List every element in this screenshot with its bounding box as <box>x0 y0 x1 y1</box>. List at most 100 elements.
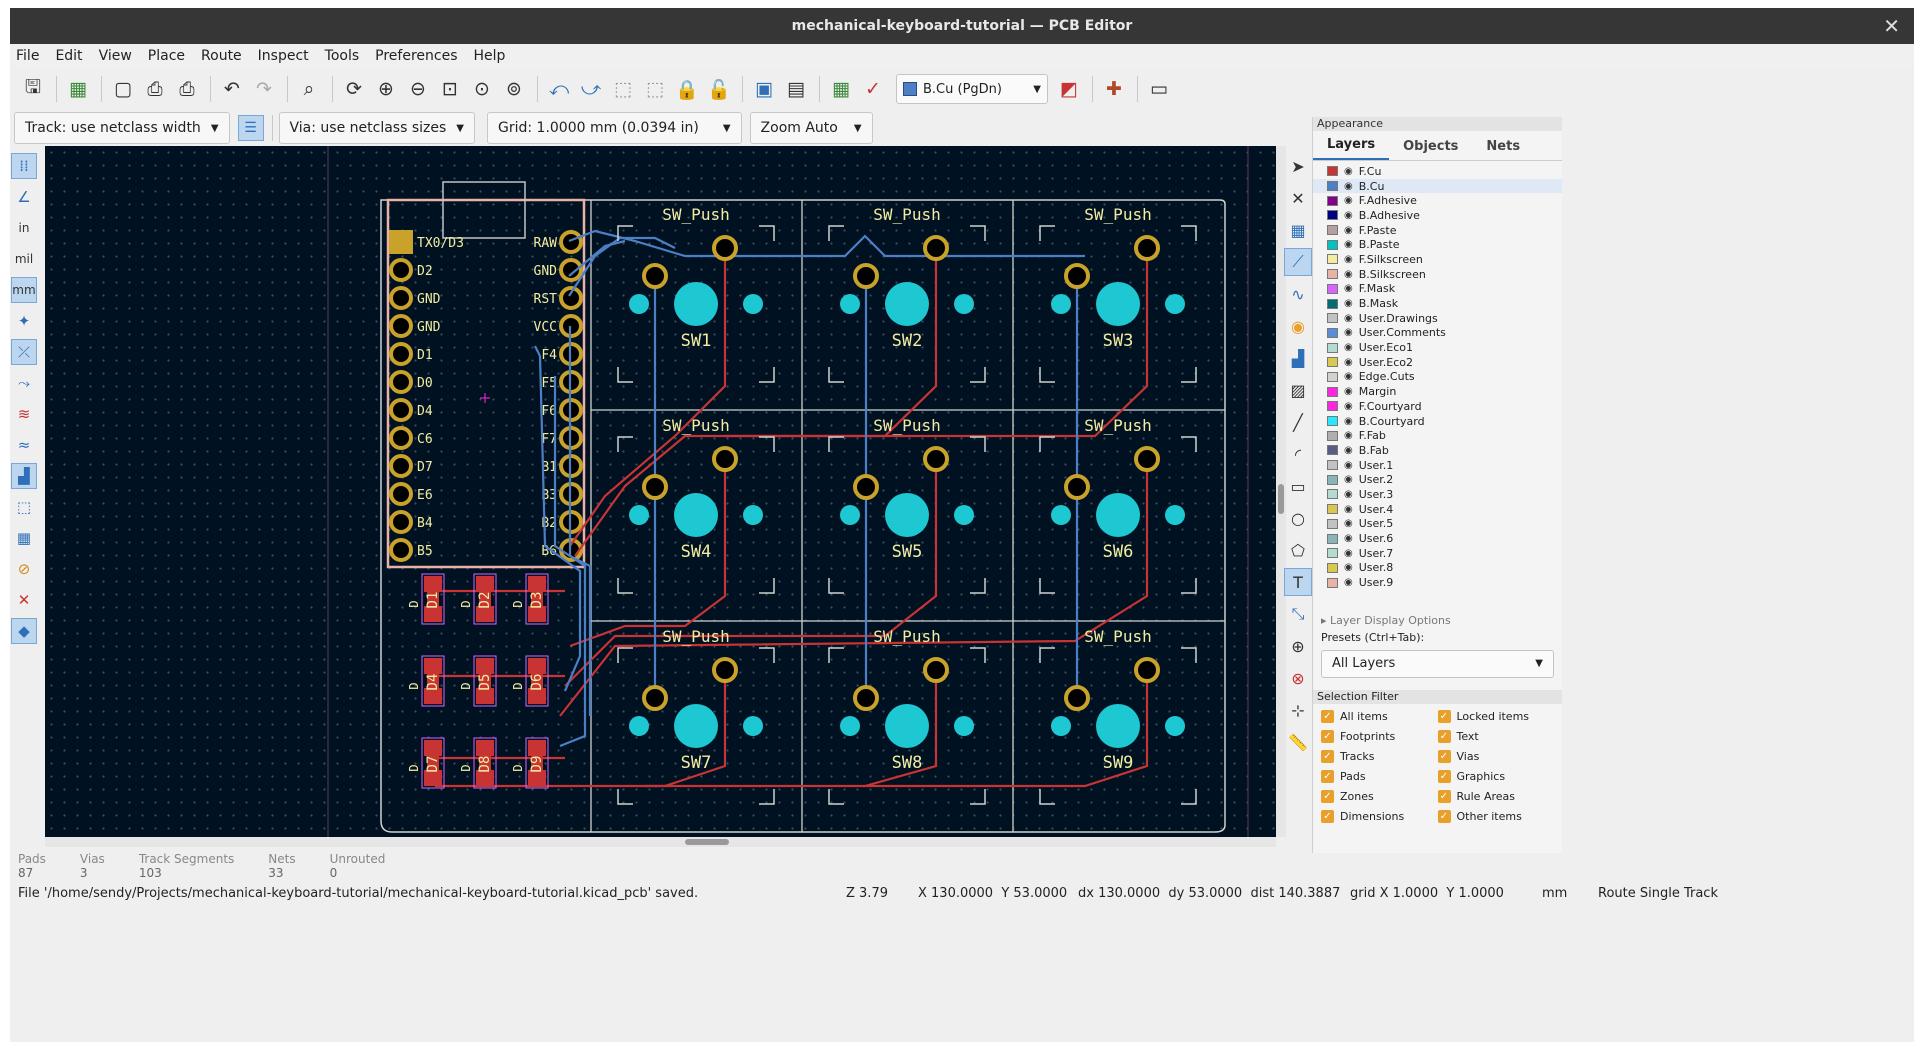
menu-place[interactable]: Place <box>147 48 186 64</box>
save-icon[interactable]: 🖫 <box>24 76 42 98</box>
layer-color-swatch[interactable] <box>1327 533 1338 544</box>
units-mil-button[interactable]: mil <box>14 252 34 266</box>
layer-color-swatch[interactable] <box>1327 401 1338 412</box>
layer-color-swatch[interactable] <box>1327 342 1338 353</box>
scroll-thumb[interactable] <box>1278 484 1284 514</box>
mcu-left-pad[interactable]: B4 <box>389 510 433 534</box>
layer-color-swatch[interactable] <box>1327 166 1338 177</box>
mcu-left-pad[interactable]: D1 <box>389 342 433 366</box>
layer-row[interactable]: ◉User.Drawings <box>1313 311 1562 326</box>
eye-icon[interactable]: ◉ <box>1344 371 1353 383</box>
layer-color-swatch[interactable] <box>1327 504 1338 515</box>
checkbox-checked-icon[interactable]: ✓ <box>1437 710 1451 724</box>
layer-color-swatch[interactable] <box>1327 430 1338 441</box>
layer-color-swatch[interactable] <box>1327 210 1338 221</box>
track-outline-icon[interactable]: ≈ <box>17 436 31 454</box>
mcu-right-pad[interactable]: F5 <box>541 370 583 394</box>
layer-row[interactable]: ◉Edge.Cuts <box>1313 370 1562 385</box>
layer-row[interactable]: ◉User.8 <box>1313 561 1562 576</box>
layer-color-swatch[interactable] <box>1327 386 1338 397</box>
add-footprint-icon[interactable]: ▦ <box>1290 220 1306 240</box>
eye-icon[interactable]: ◉ <box>1344 180 1353 192</box>
eye-icon[interactable]: ◉ <box>1344 459 1353 471</box>
layer-display-options-toggle[interactable]: ▸ Layer Display Options <box>1321 613 1451 627</box>
eye-icon[interactable]: ◉ <box>1344 356 1353 368</box>
checkbox-checked-icon[interactable]: ✓ <box>1321 770 1334 784</box>
tune-length-icon[interactable]: ∿ <box>1291 284 1305 304</box>
mcu-left-pad[interactable]: GND <box>389 286 441 310</box>
eye-icon[interactable]: ◉ <box>1344 253 1353 265</box>
via-size-dropdown[interactable]: Via: use netclass sizes ▼ <box>278 112 475 144</box>
zoom-dropdown[interactable]: Zoom Auto ▼ <box>749 112 873 144</box>
layer-color-swatch[interactable] <box>1327 225 1338 236</box>
layer-color-swatch[interactable] <box>1327 269 1338 280</box>
eye-icon[interactable]: ◉ <box>1344 386 1353 398</box>
layer-color-swatch[interactable] <box>1327 283 1338 294</box>
switch-pad-2[interactable] <box>712 657 738 683</box>
netlist-icon[interactable]: ▣ <box>755 78 773 100</box>
selection-filter-checkbox[interactable]: ✓Dimensions <box>1321 808 1438 826</box>
zoom-fit-icon[interactable]: ⊡ <box>442 78 458 100</box>
unlock-icon[interactable]: 🔓 <box>707 78 731 101</box>
eye-icon[interactable]: ◉ <box>1344 195 1353 207</box>
lock-icon[interactable]: 🔒 <box>675 78 699 101</box>
ungroup-icon[interactable]: ⬚ <box>646 78 664 100</box>
layer-color-swatch[interactable] <box>1327 474 1338 485</box>
eye-icon[interactable]: ◉ <box>1344 327 1353 339</box>
zoom-objects-icon[interactable]: ⊙ <box>474 78 490 100</box>
eye-icon[interactable]: ◉ <box>1344 474 1353 486</box>
scripting-console-icon[interactable]: ▭ <box>1150 78 1168 100</box>
mcu-left-pad[interactable]: B5 <box>389 538 433 562</box>
print-icon[interactable]: ⎙ <box>147 78 163 100</box>
layer-color-swatch[interactable] <box>1327 357 1338 368</box>
eye-icon[interactable]: ◉ <box>1344 518 1353 530</box>
switch-pad-2[interactable] <box>1134 657 1160 683</box>
place-anchor-icon[interactable]: ⊕ <box>1291 636 1305 656</box>
layer-row[interactable]: ◉F.Cu <box>1313 164 1562 179</box>
layer-row[interactable]: ◉F.Paste <box>1313 223 1562 238</box>
mcu-right-pad[interactable]: GND <box>534 258 583 282</box>
zone-outline-icon[interactable]: ⬚ <box>16 498 32 516</box>
layer-row[interactable]: ◉F.Fab <box>1313 428 1562 443</box>
checkbox-checked-icon[interactable]: ✓ <box>1321 750 1334 764</box>
switch-pad-1[interactable] <box>1064 474 1090 500</box>
selection-filter-checkbox[interactable]: ✓All items <box>1321 708 1438 726</box>
switch-pad-2[interactable] <box>923 235 949 261</box>
layer-row[interactable]: ◉B.Adhesive <box>1313 208 1562 223</box>
group-icon[interactable]: ⬚ <box>614 78 632 100</box>
eye-icon[interactable]: ◉ <box>1344 503 1353 515</box>
switch-pad-2[interactable] <box>1134 446 1160 472</box>
active-layer-select[interactable]: B.Cu (PgDn) ▼ <box>896 74 1048 104</box>
eye-icon[interactable]: ◉ <box>1344 209 1353 221</box>
eye-icon[interactable]: ◉ <box>1344 562 1353 574</box>
mcu-right-pad[interactable]: B3 <box>541 482 583 506</box>
units-mm-button[interactable]: mm <box>11 277 37 303</box>
zoom-selection-icon[interactable]: ⊚ <box>506 78 522 100</box>
tab-nets[interactable]: Nets <box>1486 139 1521 154</box>
find-icon[interactable]: ⌕ <box>303 78 315 100</box>
checkbox-checked-icon[interactable]: ✓ <box>1321 790 1334 804</box>
show-pcb-icon[interactable]: ✚ <box>1106 78 1122 100</box>
menu-view[interactable]: View <box>98 48 132 64</box>
menu-tools[interactable]: Tools <box>324 48 360 64</box>
mcu-left-pad[interactable]: TX0/D3 <box>389 230 464 254</box>
layer-color-swatch[interactable] <box>1327 489 1338 500</box>
footprint-library-icon[interactable]: ▤ <box>787 78 805 100</box>
selection-filter-checkbox[interactable]: ✓Text <box>1437 728 1555 746</box>
layer-color-swatch[interactable] <box>1327 254 1338 265</box>
layer-row[interactable]: ◉Margin <box>1313 384 1562 399</box>
mcu-left-pad[interactable]: GND <box>389 314 441 338</box>
grid-toggle-icon[interactable]: ⁞⁞ <box>11 153 37 179</box>
grid-origin-icon[interactable]: ⊹ <box>1291 700 1305 720</box>
layer-color-swatch[interactable] <box>1327 518 1338 529</box>
tab-layers[interactable]: Layers <box>1313 137 1390 160</box>
layer-color-swatch[interactable] <box>1327 562 1338 573</box>
